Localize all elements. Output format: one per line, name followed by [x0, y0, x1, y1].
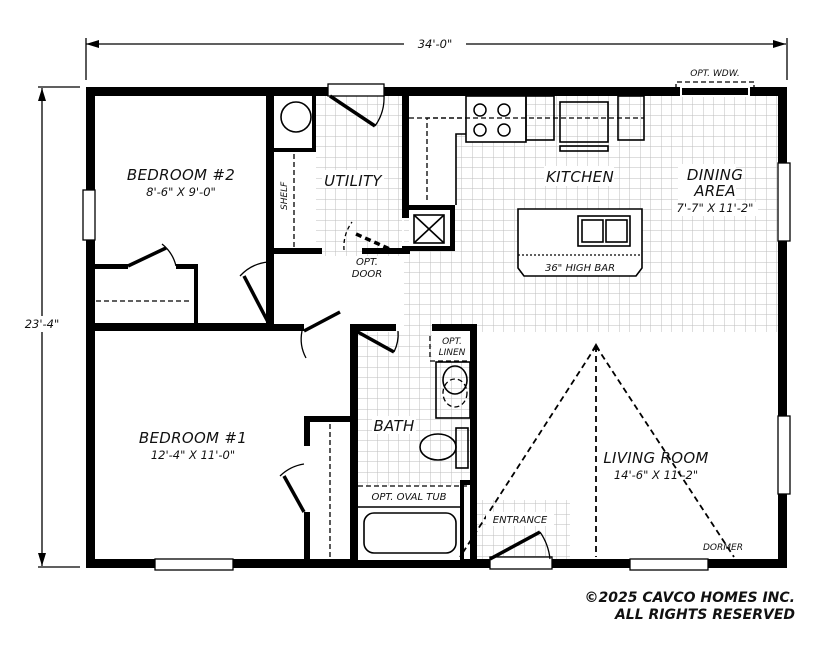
- opt-window-label: OPT. WDW.: [690, 69, 740, 79]
- opt-oval-tub-label: OPT. OVAL TUB: [371, 492, 446, 503]
- dining-size: 7'-7" X 11'-2": [677, 201, 754, 215]
- opt-linen-label: OPT.: [442, 337, 462, 347]
- water-heater-icon: [280, 101, 312, 133]
- opt-door-label: OPT.: [356, 257, 378, 268]
- room-labels: BEDROOM #2 8'-6" X 9'-0" UTILITY OPT. DO…: [127, 164, 758, 553]
- copyright-line-2: ALL RIGHTS RESERVED: [614, 607, 795, 623]
- bedroom1-size: 12'-4" X 11'-0": [151, 448, 235, 462]
- depth-dimension: 23'-4": [20, 86, 80, 568]
- kitchen-island: [517, 208, 643, 277]
- bathtub-icon: [363, 512, 457, 554]
- window-living-side: [777, 415, 791, 495]
- high-bar-label: 36" HIGH BAR: [545, 263, 615, 274]
- refrigerator-icon: [559, 101, 609, 143]
- fixtures: SHELF 36" HIGH BAR OPT. LINEN: [96, 95, 645, 560]
- living-name: LIVING ROOM: [603, 449, 708, 467]
- dining-name-2: AREA: [693, 182, 736, 200]
- utility-name: UTILITY: [324, 172, 383, 190]
- range-icon: [465, 95, 527, 143]
- window-living: [629, 558, 709, 571]
- window-bedroom2: [82, 189, 96, 241]
- furnace-icon: [413, 214, 445, 244]
- window-dining: [777, 162, 791, 242]
- living-size: 14'-6" X 11'-2": [614, 468, 698, 482]
- width-dimension: 34'-0": [85, 36, 788, 80]
- bath-name: BATH: [373, 417, 414, 435]
- doors: [127, 83, 553, 570]
- bedroom1-name: BEDROOM #1: [139, 429, 247, 447]
- copyright: ©2025 CAVCO HOMES INC. ALL RIGHTS RESERV…: [585, 590, 795, 623]
- overall-width-label: 34'-0": [418, 37, 453, 51]
- opt-linen-label-2: LINEN: [439, 348, 466, 358]
- opt-door-label-2: DOOR: [352, 269, 382, 280]
- kitchen-name: KITCHEN: [546, 168, 614, 186]
- shelf-label: SHELF: [280, 181, 290, 210]
- sink-icon: [577, 215, 631, 247]
- windows: OPT. WDW.: [82, 69, 791, 571]
- bedroom2-size: 8'-6" X 9'-0": [146, 185, 216, 199]
- dormer-lines: [459, 343, 735, 558]
- copyright-line-1: ©2025 CAVCO HOMES INC.: [585, 590, 795, 606]
- interior-walls: [86, 96, 477, 560]
- dining-name: DINING: [687, 166, 743, 184]
- overall-depth-label: 23'-4": [25, 317, 60, 331]
- dormer-label: DORMER: [703, 543, 743, 553]
- entrance-label: ENTRANCE: [493, 515, 548, 526]
- vanity-icon: [435, 361, 471, 419]
- bedroom2-name: BEDROOM #2: [127, 166, 235, 184]
- window-bedroom1: [154, 558, 234, 571]
